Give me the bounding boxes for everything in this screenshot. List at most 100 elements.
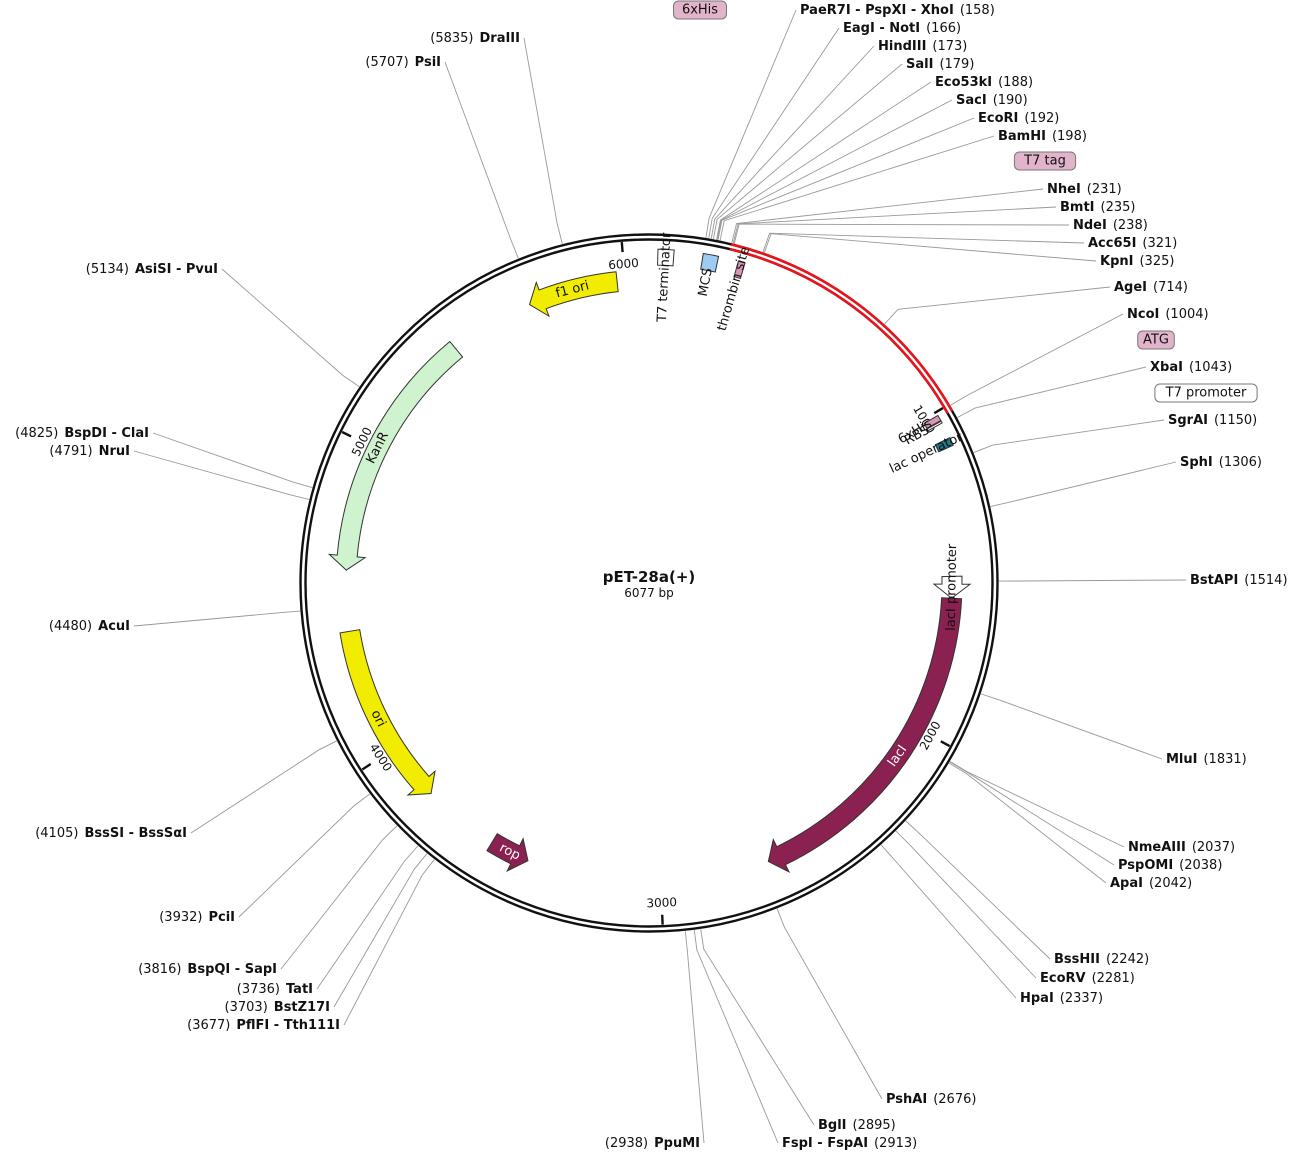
tick-label-6000: 6000 bbox=[608, 256, 640, 272]
backbone-outer-ring bbox=[299, 233, 999, 933]
enzyme-pshai: PshAI(2676) bbox=[886, 1092, 976, 1107]
enzyme-fspi-fspai: FspI - FspAI(2913) bbox=[782, 1136, 917, 1151]
tick-4000 bbox=[361, 763, 372, 771]
enzyme-ppumi: (2938)PpuMI bbox=[605, 1136, 700, 1151]
leader-pcii bbox=[238, 793, 371, 918]
leader-eagi-noti bbox=[708, 27, 840, 239]
leader-fspi-fspai bbox=[693, 929, 779, 1144]
enzyme-bspdi-clai: (4825)BspDI - ClaI bbox=[15, 426, 149, 441]
enzyme-sali: SalI(179) bbox=[906, 57, 974, 72]
enzyme-eco53ki: Eco53kI(188) bbox=[935, 75, 1033, 90]
leader-hindiii bbox=[710, 45, 875, 239]
enzyme-hindiii: HindIII(173) bbox=[878, 39, 967, 54]
leader-mlui bbox=[980, 693, 1163, 760]
leader-pshai bbox=[776, 908, 883, 1100]
leader-kpni bbox=[763, 233, 1097, 262]
leader-ncoi bbox=[950, 313, 1124, 406]
enzyme-pcii: (3932)PciI bbox=[159, 910, 235, 925]
feature-f1-ori bbox=[528, 271, 619, 318]
insert-region-inner bbox=[729, 247, 949, 415]
enzyme-mlui: MluI(1831) bbox=[1166, 752, 1247, 767]
leader-bstz17i bbox=[333, 853, 428, 1008]
feature-kanr bbox=[327, 340, 464, 571]
leader-ppumi bbox=[684, 931, 705, 1144]
leader-bspqi-sapi bbox=[280, 825, 398, 970]
enzyme-sgrai: SgrAI(1150) bbox=[1168, 413, 1257, 428]
enzyme-bmti: BmtI(235) bbox=[1060, 200, 1135, 215]
leader-eco53ki bbox=[716, 81, 932, 240]
tag-label-atg: ATG bbox=[1143, 333, 1169, 348]
enzyme-pspomi: PspOMI(2038) bbox=[1118, 858, 1222, 873]
leader-nrui bbox=[133, 450, 310, 500]
leader-acc65i bbox=[762, 232, 1085, 253]
leader-saci bbox=[716, 99, 953, 240]
feature-6xhis bbox=[923, 414, 942, 430]
feature-rbs bbox=[926, 420, 943, 432]
leader-apai bbox=[948, 762, 1107, 884]
enzyme-draiii: (5835)DraIII bbox=[430, 31, 520, 46]
leader-bstapi bbox=[998, 579, 1187, 582]
leader-ecorv bbox=[895, 830, 1037, 979]
leader-tati bbox=[316, 845, 419, 990]
tick-1000 bbox=[933, 407, 944, 415]
enzyme-ecori: EcoRI(192) bbox=[978, 111, 1059, 126]
feature-label-ori: ori bbox=[368, 708, 389, 730]
leader-bmti bbox=[732, 206, 1057, 244]
tick-5000 bbox=[341, 430, 352, 438]
insert-region-outer bbox=[730, 243, 954, 412]
tag-box-t7-promoter bbox=[1154, 383, 1258, 403]
enzyme-bsssi-bsss-i: (4105)BssSI - BssSαI bbox=[35, 826, 187, 841]
insert-region-highlight bbox=[729, 243, 954, 415]
leader-paer7i-pspxi-xhoi bbox=[705, 9, 797, 238]
leader-nmeaiii bbox=[949, 761, 1125, 848]
enzyme-apai: ApaI(2042) bbox=[1110, 876, 1192, 891]
enzyme-eagi-noti: EagI - NotI(166) bbox=[843, 21, 961, 36]
leader-nhei bbox=[731, 188, 1044, 244]
feature-t7-terminator bbox=[657, 248, 675, 267]
enzyme-bamhi: BamHI(198) bbox=[998, 129, 1087, 144]
enzyme-paer7i-pspxi-xhoi: PaeR7I - PspXI - XhoI(158) bbox=[800, 3, 995, 18]
enzyme-kpni: KpnI(325) bbox=[1100, 254, 1174, 269]
leader-hpai bbox=[880, 844, 1017, 999]
leader-agei bbox=[884, 286, 1111, 325]
leader-sgrai bbox=[973, 419, 1165, 454]
enzyme-psii: (5707)PsiI bbox=[365, 55, 441, 70]
tag-box-t7-tag bbox=[1013, 151, 1077, 171]
enzyme-leader-lines bbox=[133, 9, 1187, 1144]
leader-bsshii bbox=[905, 820, 1051, 960]
enzyme-xbai: XbaI(1043) bbox=[1150, 360, 1232, 375]
feature-lac-operator bbox=[934, 437, 954, 453]
enzyme-acc65i: Acc65I(321) bbox=[1088, 236, 1177, 251]
enzyme-bstz17i: (3703)BstZ17I bbox=[225, 1000, 330, 1015]
tag-box-6xhis bbox=[673, 0, 727, 20]
tag-box-atg bbox=[1137, 330, 1175, 350]
enzyme-bstapi: BstAPI(1514) bbox=[1190, 573, 1288, 588]
leader-sali bbox=[712, 63, 903, 240]
leader-ecori bbox=[717, 117, 975, 240]
leader-acui bbox=[133, 610, 301, 627]
feature-laci bbox=[767, 597, 963, 873]
leader-bsssi-bsss-i bbox=[190, 740, 337, 834]
enzyme-sphi: SphI(1306) bbox=[1180, 455, 1262, 470]
feature-label-t7-terminator: T7 terminator bbox=[655, 232, 675, 324]
enzyme-hpai: HpaI(2337) bbox=[1020, 991, 1103, 1006]
enzyme-bgli: BglI(2895) bbox=[818, 1118, 896, 1133]
leader-bamhi bbox=[719, 135, 995, 241]
plasmid-center-label: pET-28a(+) 6077 bp bbox=[603, 568, 696, 600]
enzyme-nhei: NheI(231) bbox=[1047, 182, 1122, 197]
leader-asisi-pvui bbox=[221, 268, 360, 387]
feature-label-laci-promoter: lacI promoter bbox=[944, 543, 960, 631]
plasmid-backbone bbox=[299, 233, 999, 933]
leader-draiii bbox=[523, 37, 563, 245]
leader-xbai bbox=[957, 366, 1147, 418]
enzyme-nrui: (4791)NruI bbox=[49, 444, 130, 459]
tag-label-6xhis: 6xHis bbox=[682, 3, 718, 18]
enzyme-ncoi: NcoI(1004) bbox=[1127, 307, 1209, 322]
enzyme-tati: (3736)TatI bbox=[237, 982, 313, 997]
feature-rop bbox=[486, 832, 529, 873]
feature-thrombin-site bbox=[733, 260, 746, 280]
leader-sphi bbox=[990, 461, 1177, 507]
feature-label-thrombin-site: thrombin site bbox=[715, 245, 753, 332]
